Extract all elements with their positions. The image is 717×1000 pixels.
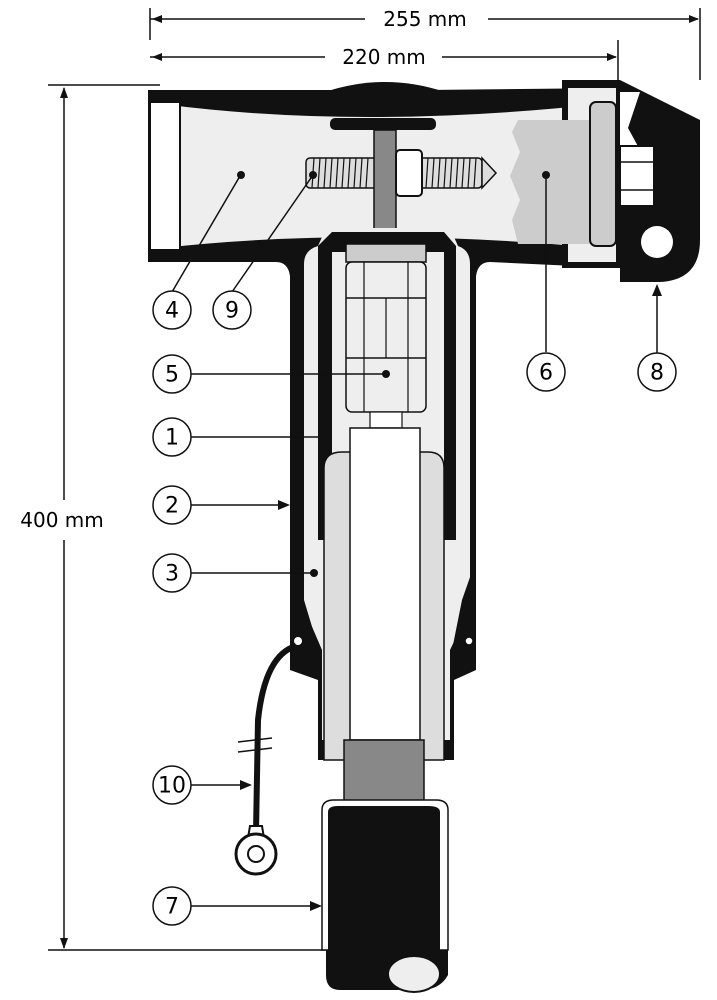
cable <box>321 799 449 993</box>
callout-2: 2 <box>152 485 192 525</box>
callout-10: 10 <box>152 765 192 805</box>
right-insulating-plug <box>510 101 617 247</box>
callout-3: 3 <box>152 553 192 593</box>
callout-4-label: 4 <box>165 299 179 324</box>
dimension-body-width: 220 mm <box>150 40 619 82</box>
callout-1: 1 <box>152 417 192 457</box>
earth-lead <box>234 635 474 876</box>
callout-6-label: 6 <box>539 361 553 386</box>
dim-label-body-width: 220 mm <box>342 45 426 69</box>
callout-5: 5 <box>152 354 192 394</box>
dim-label-overall-width: 255 mm <box>383 7 467 31</box>
left-insulating-plug <box>149 101 181 251</box>
compression-connector <box>345 243 427 429</box>
leader-lines <box>171 171 662 911</box>
top-cap <box>325 82 445 130</box>
cable-adapter <box>323 427 445 811</box>
callout-10-label: 10 <box>158 774 186 799</box>
callout-1-label: 1 <box>165 426 179 451</box>
callout-5-label: 5 <box>165 363 179 388</box>
callout-7: 7 <box>152 886 192 926</box>
callout-8-label: 8 <box>650 361 664 386</box>
callout-6: 6 <box>526 352 566 392</box>
dimension-overall-width: 255 mm <box>149 7 701 80</box>
callout-3-label: 3 <box>165 562 179 587</box>
dim-label-height: 400 mm <box>20 508 104 532</box>
threaded-stud <box>305 129 498 235</box>
callout-9: 9 <box>212 290 252 330</box>
callout-4: 4 <box>152 290 192 330</box>
callout-8: 8 <box>637 352 677 392</box>
callout-2-label: 2 <box>165 494 179 519</box>
callout-7-label: 7 <box>165 895 179 920</box>
callout-9-label: 9 <box>225 299 239 324</box>
dimension-height: 400 mm <box>20 84 328 951</box>
